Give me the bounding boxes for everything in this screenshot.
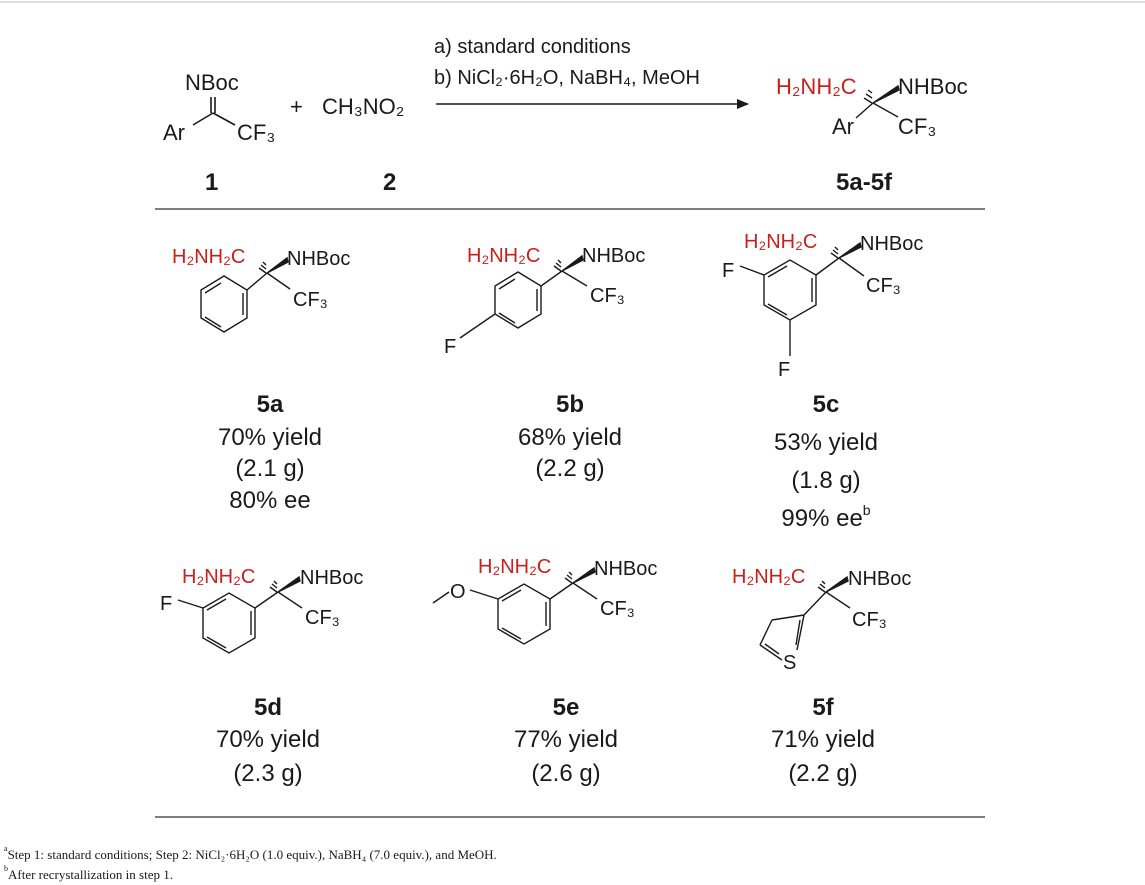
data-5b: 5b 68% yield (2.2 g)	[518, 391, 622, 482]
product-ar: Ar	[832, 114, 854, 139]
footnote-a-mark: a	[4, 844, 8, 853]
nhboc-5e: NHBoc	[594, 558, 657, 580]
nhboc-5f: NHBoc	[848, 568, 911, 590]
footnote-a-text: Step 1: standard conditions; Step 2: NiC…	[7, 847, 497, 862]
mass-5e: (2.6 g)	[531, 760, 600, 787]
amine-5d: H₂NH₂C	[182, 566, 255, 588]
data-5a: 5a 70% yield (2.1 g) 80% ee	[218, 391, 322, 514]
condition-a: a) standard conditions	[434, 36, 631, 58]
footnote-b: bAfter recrystallization in step 1.	[4, 865, 497, 885]
structure-5f: H₂NH₂C NHBoc CF₃ S	[732, 566, 911, 674]
mass-5c: (1.8 g)	[791, 467, 860, 494]
fluoro-5c-bottom: F	[778, 359, 790, 381]
ee-5c: 99% eeb	[781, 502, 870, 532]
ee-5c-footnote-mark: b	[863, 502, 871, 518]
fluoro-5b: F	[444, 336, 456, 358]
amine-5b: H₂NH₂C	[467, 245, 540, 267]
amine-5f: H₂NH₂C	[732, 566, 805, 588]
cf3-5e: CF₃	[600, 598, 635, 620]
reaction-arrow-group: a) standard conditions b) NiCl₂·6H₂O, Na…	[434, 36, 749, 109]
label-5b: 5b	[556, 391, 584, 418]
nhboc-5b: NHBoc	[582, 245, 645, 267]
oxygen-5e: O	[450, 581, 466, 603]
structure-5c: H₂NH₂C NHBoc CF₃ F F	[722, 231, 923, 381]
footnote-a: aStep 1: standard conditions; Step 2: Ni…	[4, 845, 497, 865]
cf3-5f: CF₃	[852, 609, 887, 631]
imine-cf3: CF₃	[237, 120, 275, 145]
label-5d: 5d	[254, 694, 282, 721]
fluoro-5c-left: F	[722, 260, 734, 282]
mass-5a: (2.1 g)	[235, 455, 304, 482]
product-general: H₂NH₂C NHBoc Ar CF₃ 5a-5f	[776, 74, 968, 196]
cf3-5d: CF₃	[305, 607, 340, 629]
reactant-nitromethane: CH₃NO₂ 2	[322, 94, 404, 196]
data-5d: 5d 70% yield (2.3 g)	[216, 694, 320, 787]
footnote-b-text: After recrystallization in step 1.	[8, 867, 173, 882]
data-5c: 5c 53% yield (1.8 g) 99% eeb	[774, 391, 878, 532]
yield-5e: 77% yield	[514, 726, 618, 753]
sulfur-5f: S	[783, 652, 796, 674]
stereo-bonds	[855, 84, 900, 119]
structure-5e: H₂NH₂C NHBoc CF₃ O	[432, 556, 657, 645]
product-cf3: CF₃	[898, 114, 936, 139]
yield-5f: 71% yield	[771, 726, 875, 753]
mass-5b: (2.2 g)	[535, 455, 604, 482]
mass-5f: (2.2 g)	[788, 760, 857, 787]
amine-5e: H₂NH₂C	[478, 556, 551, 578]
compound-label-1: 1	[205, 169, 218, 196]
structure-5b: H₂NH₂C NHBoc CF₃ F	[444, 245, 645, 358]
fluoro-5d: F	[160, 593, 172, 615]
structure-5a: H₂NH₂C NHBoc CF₃	[172, 246, 350, 333]
reactant-imine: NBoc Ar CF₃ 1	[163, 70, 275, 196]
label-5c: 5c	[813, 391, 840, 418]
data-5e: 5e 77% yield (2.6 g)	[514, 694, 618, 787]
product-amine: H₂NH₂C	[776, 74, 857, 99]
label-5a: 5a	[257, 391, 284, 418]
structure-5d: H₂NH₂C NHBoc CF₃ F	[160, 566, 363, 654]
yield-5d: 70% yield	[216, 726, 320, 753]
nhboc-5d: NHBoc	[300, 567, 363, 589]
product-nhboc: NHBoc	[898, 74, 968, 99]
amine-5a: H₂NH₂C	[172, 246, 245, 268]
compound-label-2: 2	[383, 169, 396, 196]
footnotes: aStep 1: standard conditions; Step 2: Ni…	[4, 845, 497, 885]
amine-5c: H₂NH₂C	[744, 231, 817, 253]
mass-5d: (2.3 g)	[233, 760, 302, 787]
cf3-5b: CF₃	[590, 285, 625, 307]
cf3-5c: CF₃	[866, 275, 901, 297]
ee-5a: 80% ee	[229, 487, 310, 514]
imine-ar: Ar	[163, 120, 185, 145]
yield-5b: 68% yield	[518, 424, 622, 451]
label-5f: 5f	[812, 694, 834, 721]
footnote-b-mark: b	[4, 864, 8, 873]
label-5e: 5e	[553, 694, 580, 721]
nitromethane-formula: CH₃NO₂	[322, 94, 404, 119]
compound-label-5a-5f: 5a-5f	[836, 169, 893, 196]
imine-nboc: NBoc	[185, 70, 239, 95]
nhboc-5c: NHBoc	[860, 233, 923, 255]
yield-5a: 70% yield	[218, 424, 322, 451]
condition-b: b) NiCl₂·6H₂O, NaBH₄, MeOH	[434, 67, 700, 89]
yield-5c: 53% yield	[774, 429, 878, 456]
nhboc-5a: NHBoc	[287, 248, 350, 270]
cf3-5a: CF₃	[293, 289, 328, 311]
data-5f: 5f 71% yield (2.2 g)	[771, 694, 875, 787]
plus-sign: +	[290, 94, 303, 119]
ee-5c-value: 99% ee	[781, 505, 862, 532]
